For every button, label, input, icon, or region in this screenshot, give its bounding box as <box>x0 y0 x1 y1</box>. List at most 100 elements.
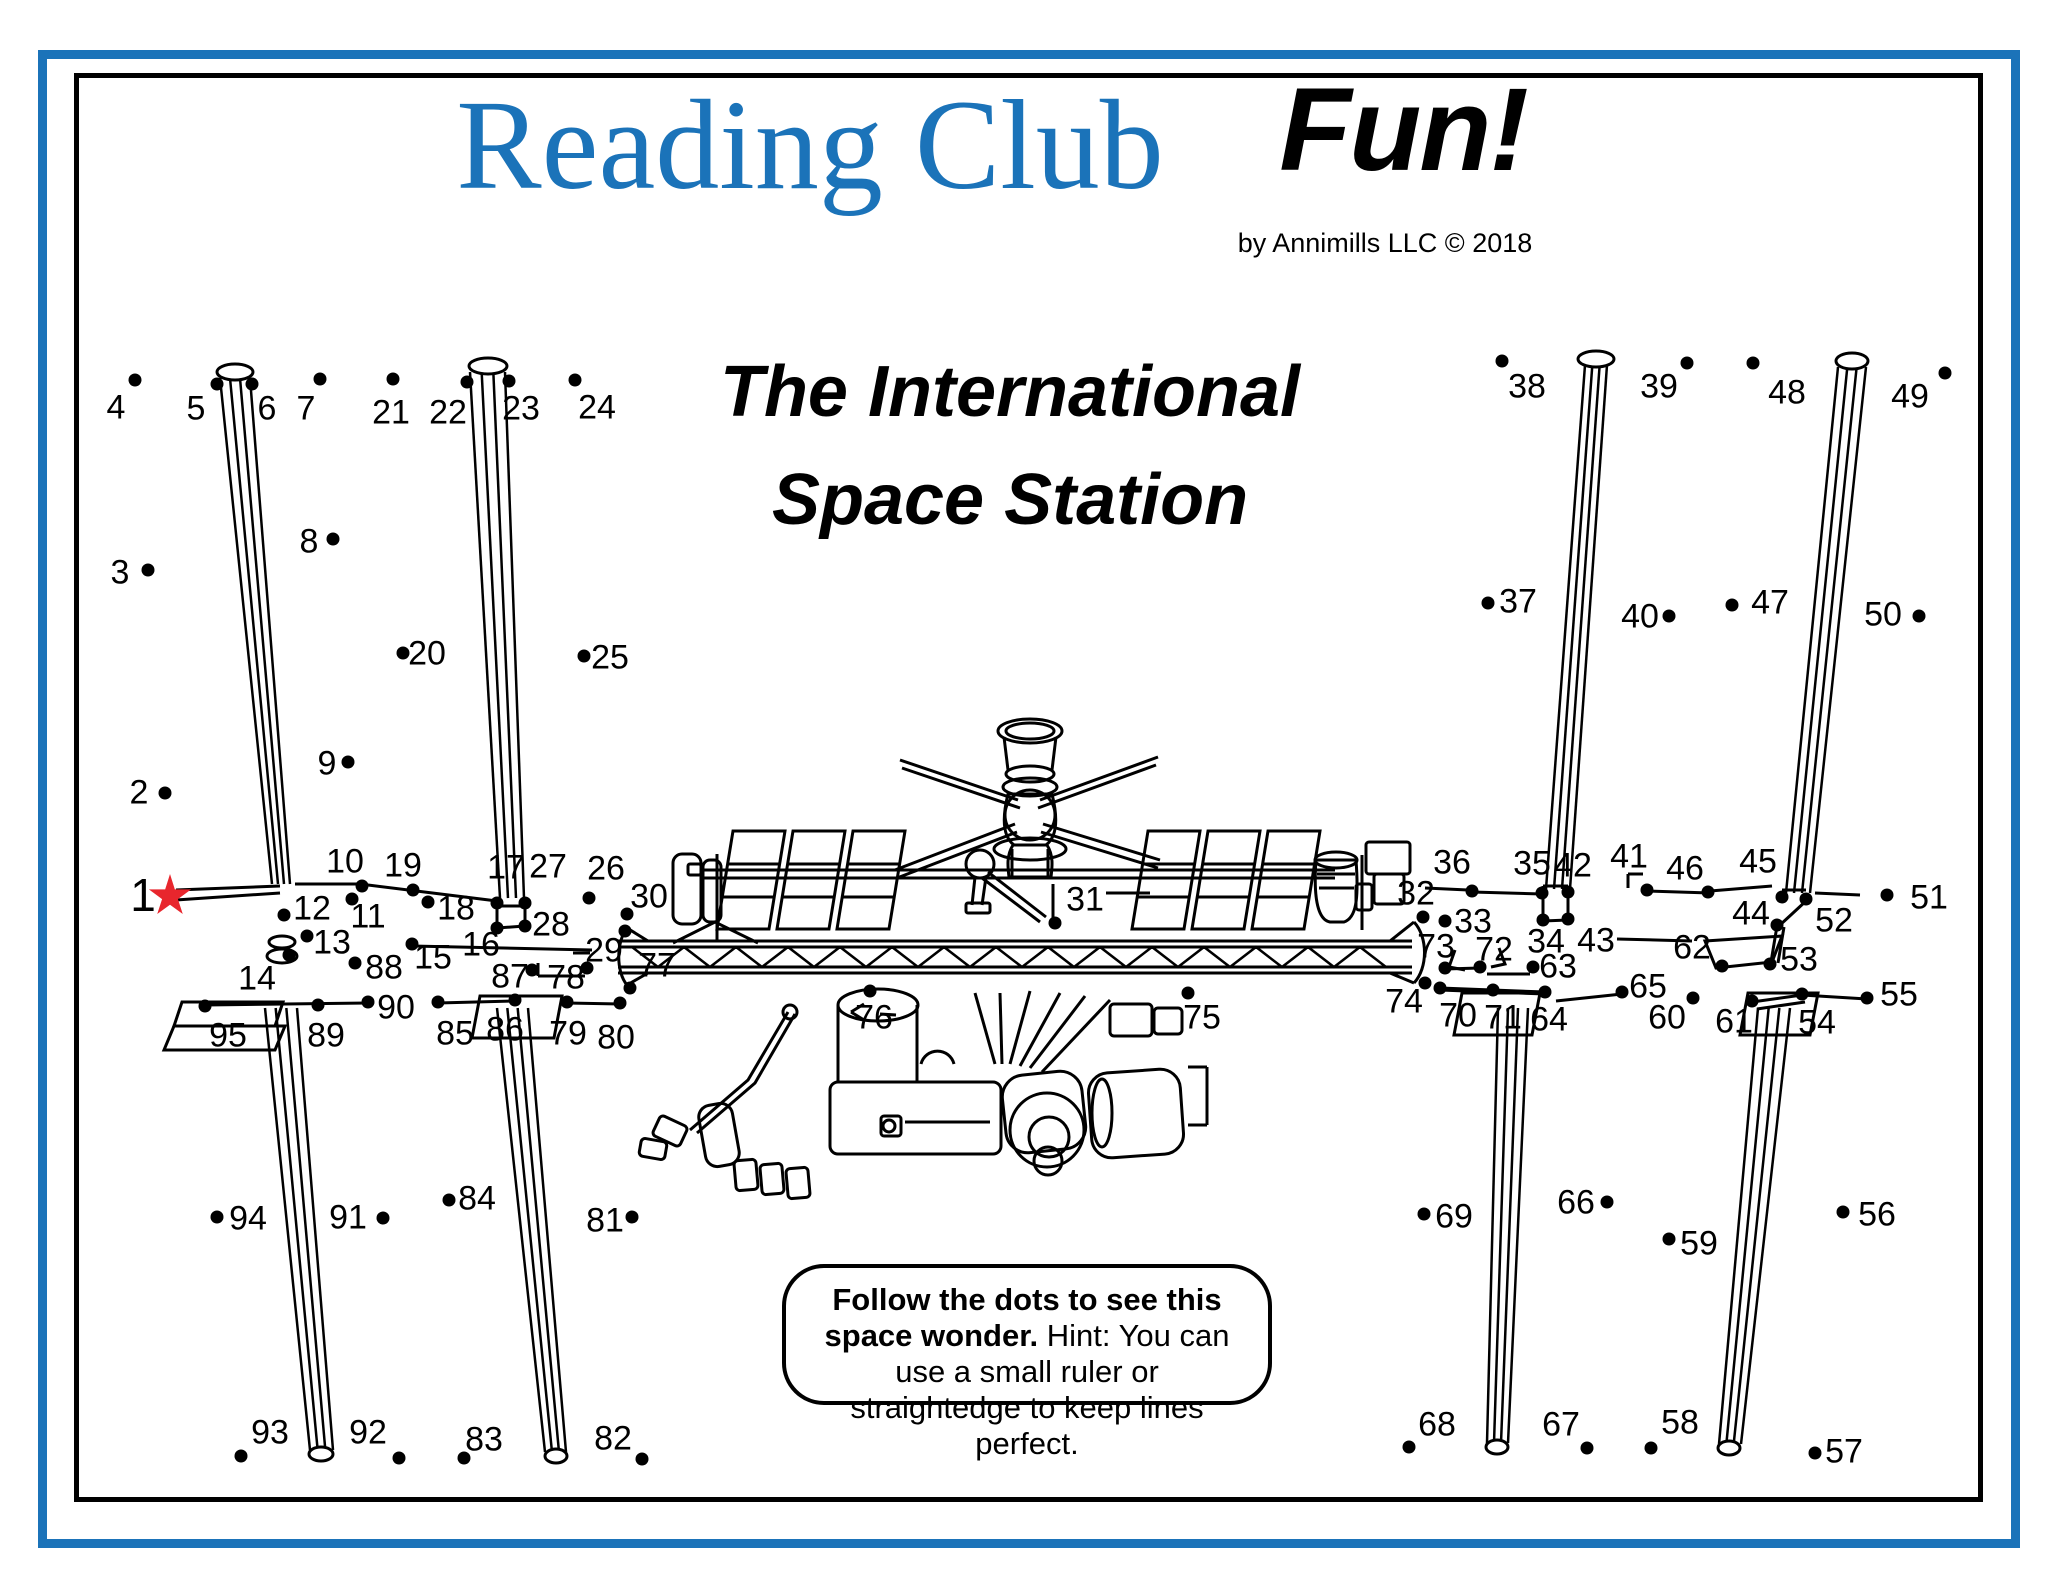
dot-label-76: 76 <box>855 998 893 1037</box>
dot-93 <box>234 1449 248 1463</box>
dot-30 <box>620 907 634 921</box>
dot-label-53: 53 <box>1780 940 1818 979</box>
dot-76 <box>863 984 877 998</box>
instructions-bold: Follow the dots to see this space wonder… <box>824 1282 1222 1353</box>
dot-13 <box>300 929 314 943</box>
dot-42 <box>1561 885 1575 899</box>
dot-83 <box>457 1451 471 1465</box>
dot-79 <box>560 995 574 1009</box>
dot-55 <box>1860 991 1874 1005</box>
dot-label-13: 13 <box>313 923 351 962</box>
dot-17 <box>490 896 504 910</box>
dot-81 <box>625 1210 639 1224</box>
dot-16 <box>490 921 504 935</box>
dot-61 <box>1745 994 1759 1008</box>
dot-60 <box>1686 991 1700 1005</box>
dot-67 <box>1580 1441 1594 1455</box>
dot-label-74: 74 <box>1385 982 1423 1021</box>
dot-label-30: 30 <box>630 877 668 916</box>
dot-label-75: 75 <box>1183 998 1221 1037</box>
dot-label-41: 41 <box>1610 837 1648 876</box>
dot-37 <box>1481 596 1495 610</box>
dot-label-70: 70 <box>1439 996 1477 1035</box>
dot-label-1: 1 <box>130 869 156 921</box>
byline-copyright: by Annimills LLC © 2018 <box>1237 228 1533 258</box>
dot-label-52: 52 <box>1815 901 1853 940</box>
dot-label-59: 59 <box>1680 1224 1718 1263</box>
dot-49 <box>1938 366 1952 380</box>
dot-label-43: 43 <box>1577 921 1615 960</box>
dot-label-91: 91 <box>329 1198 367 1237</box>
dot-label-4: 4 <box>106 388 126 427</box>
dot-label-87: 87 <box>491 957 529 996</box>
dot-label-64: 64 <box>1530 1000 1568 1039</box>
dot-label-61: 61 <box>1715 1002 1753 1041</box>
dot-label-47: 47 <box>1751 583 1789 622</box>
dot-80 <box>613 996 627 1010</box>
dot-54 <box>1795 987 1809 1001</box>
dot-label-84: 84 <box>458 1179 496 1218</box>
dot-label-14: 14 <box>238 959 276 998</box>
dot-19 <box>406 883 420 897</box>
dot-label-80: 80 <box>597 1018 635 1057</box>
dot-label-25: 25 <box>591 638 629 677</box>
dot-label-10: 10 <box>326 842 364 881</box>
dot-50 <box>1912 609 1926 623</box>
dot-53 <box>1763 957 1777 971</box>
dot-label-58: 58 <box>1661 1403 1699 1442</box>
dot-label-65: 65 <box>1629 967 1667 1006</box>
dot-label-20: 20 <box>408 634 446 673</box>
dot-label-73: 73 <box>1417 927 1455 966</box>
dot-70 <box>1433 981 1447 995</box>
dot-10 <box>355 879 369 893</box>
dot-label-45: 45 <box>1739 842 1777 881</box>
dot-label-62: 62 <box>1673 928 1711 967</box>
dot-label-90: 90 <box>377 988 415 1027</box>
dot-label-36: 36 <box>1433 843 1471 882</box>
dot-label-68: 68 <box>1418 1405 1456 1444</box>
dot-34 <box>1536 913 1550 927</box>
dot-label-51: 51 <box>1910 878 1948 917</box>
dot-label-95: 95 <box>209 1016 247 1055</box>
dot-label-12: 12 <box>293 889 331 928</box>
dot-label-2: 2 <box>129 773 149 812</box>
dot-label-88: 88 <box>365 948 403 987</box>
dot-6 <box>245 377 259 391</box>
dot-69 <box>1417 1207 1431 1221</box>
dot-41 <box>1640 883 1654 897</box>
dot-label-34: 34 <box>1527 922 1565 961</box>
dot-26 <box>582 891 596 905</box>
dot-38 <box>1495 354 1509 368</box>
dot-label-22: 22 <box>429 393 467 432</box>
dot-52 <box>1799 892 1813 906</box>
dot-82 <box>635 1452 649 1466</box>
dot-78 <box>580 961 594 975</box>
inner-black-border <box>74 73 1983 1502</box>
dot-29 <box>618 924 632 938</box>
dot-label-77: 77 <box>638 946 676 985</box>
dot-33 <box>1438 914 1452 928</box>
dot-label-56: 56 <box>1858 1195 1896 1234</box>
dot-label-28: 28 <box>532 905 570 944</box>
dot-label-15: 15 <box>414 938 452 977</box>
dot-label-82: 82 <box>594 1419 632 1458</box>
dot-71 <box>1486 983 1500 997</box>
dot-2 <box>158 786 172 800</box>
dot-label-8: 8 <box>299 522 319 561</box>
dot-label-37: 37 <box>1499 582 1537 621</box>
dot-24 <box>568 373 582 387</box>
dot-14 <box>282 948 296 962</box>
dot-label-23: 23 <box>502 389 540 428</box>
dot-label-19: 19 <box>384 846 422 885</box>
dot-label-54: 54 <box>1798 1003 1836 1042</box>
dot-47 <box>1725 598 1739 612</box>
dot-label-39: 39 <box>1640 367 1678 406</box>
dot-40 <box>1662 609 1676 623</box>
dot-48 <box>1746 356 1760 370</box>
dot-66 <box>1600 1195 1614 1209</box>
dot-94 <box>210 1210 224 1224</box>
dot-91 <box>376 1211 390 1225</box>
dot-label-38: 38 <box>1508 367 1546 406</box>
dot-43 <box>1561 912 1575 926</box>
